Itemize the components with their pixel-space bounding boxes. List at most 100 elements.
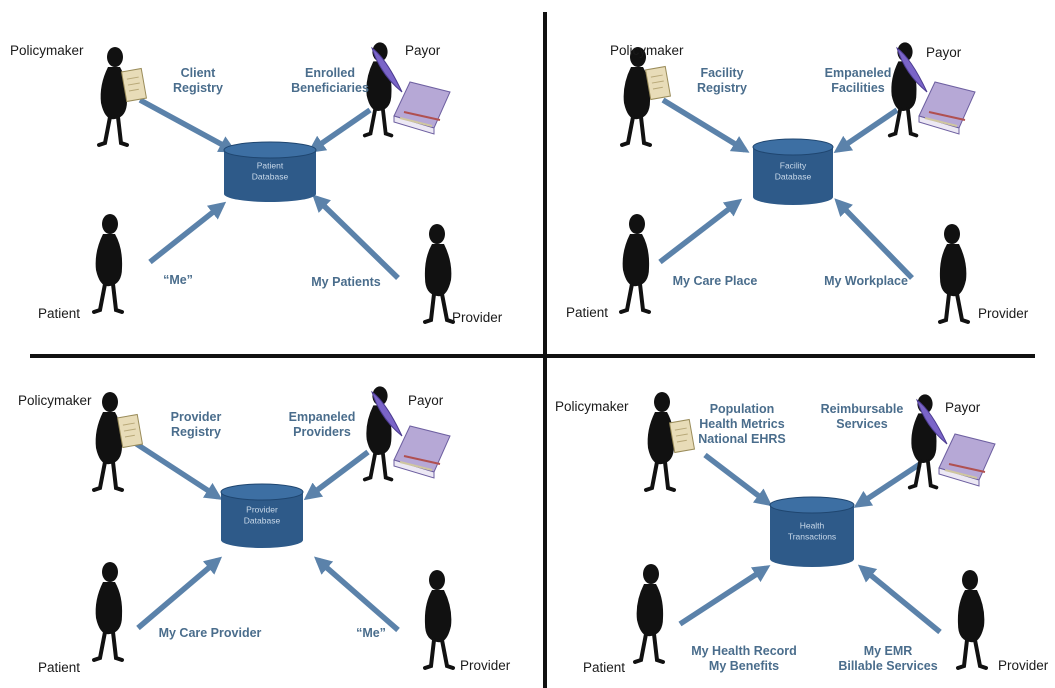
policymaker-data-label: Provider <box>171 410 222 424</box>
scroll-icon <box>668 418 696 454</box>
provider-data-label: “Me” <box>356 626 386 640</box>
role-policymaker: Policymaker <box>10 43 84 58</box>
database-label: Database <box>244 516 281 526</box>
database-label: Health <box>800 521 825 531</box>
patient-data-label: My Benefits <box>709 659 779 673</box>
arrow-policymaker <box>703 452 773 507</box>
quill-pen-icon <box>916 398 948 445</box>
role-payor: Payor <box>945 400 981 415</box>
arrow-provider <box>314 556 400 633</box>
ledger-book-icon <box>938 433 996 487</box>
payor-data-label: Beneficiaries <box>291 81 369 95</box>
arrow-patient <box>148 201 227 265</box>
payor-data-label: Services <box>836 417 887 431</box>
arrow-provider <box>834 198 914 280</box>
arrow-patient <box>136 556 223 631</box>
policymaker-figure-icon <box>620 47 652 147</box>
policymaker-data-label: Population <box>710 402 775 416</box>
scroll-icon <box>644 65 672 101</box>
patient-data-label: My Care Place <box>673 274 758 288</box>
arrow-provider <box>312 194 400 280</box>
payor-data-label: Enrolled <box>305 66 355 80</box>
role-provider: Provider <box>460 658 511 673</box>
provider-data-label: My Patients <box>311 275 381 289</box>
payor-data-label: Facilities <box>831 81 885 95</box>
role-patient: Patient <box>566 305 608 320</box>
arrow-payor <box>853 461 922 508</box>
arrow-patient <box>678 565 771 627</box>
provider-figure-icon <box>956 570 988 670</box>
patient-data-label: My Health Record <box>691 644 797 658</box>
payor-data-label: Providers <box>293 425 351 439</box>
patient-figure-icon <box>633 564 665 664</box>
database-label: Provider <box>246 505 278 515</box>
role-policymaker: Policymaker <box>610 43 684 58</box>
provider-figure-icon <box>423 570 455 670</box>
scroll-icon <box>116 413 144 449</box>
role-provider: Provider <box>998 658 1049 673</box>
policymaker-data-label: Registry <box>171 425 221 439</box>
provider-data-label: Billable Services <box>838 659 937 673</box>
arrow-patient <box>658 198 743 265</box>
database-label: Transactions <box>788 532 836 542</box>
patient-data-label: “Me” <box>163 273 193 287</box>
policymaker-figure-icon <box>644 392 676 492</box>
policymaker-data-label: Client <box>181 66 217 80</box>
database-label: Database <box>252 172 289 182</box>
policymaker-data-label: Health Metrics <box>699 417 784 431</box>
payor-data-label: Reimbursable <box>821 402 904 416</box>
quadrant-3: ProviderDatabasePolicymakerProviderRegis… <box>18 386 511 675</box>
role-payor: Payor <box>926 45 962 60</box>
quill-pen-icon <box>896 46 928 93</box>
role-provider: Provider <box>452 310 503 325</box>
role-patient: Patient <box>38 306 80 321</box>
provider-data-label: My Workplace <box>824 274 908 288</box>
provider-figure-icon <box>938 224 970 324</box>
provider-data-label: My EMR <box>864 644 913 658</box>
patient-data-label: My Care Provider <box>159 626 262 640</box>
policymaker-data-label: Registry <box>173 81 223 95</box>
role-provider: Provider <box>978 306 1029 321</box>
database-label: Database <box>775 172 812 182</box>
quill-pen-icon <box>371 390 403 437</box>
quadrant-2: FacilityDatabasePolicymakerFacilityRegis… <box>566 42 1029 324</box>
patient-figure-icon <box>92 562 124 662</box>
role-payor: Payor <box>405 43 441 58</box>
policymaker-data-label: Facility <box>700 66 743 80</box>
database-label: Patient <box>257 161 284 171</box>
ledger-book-icon <box>393 81 451 135</box>
arrow-payor <box>307 107 372 153</box>
arrow-payor <box>833 107 899 153</box>
ledger-book-icon <box>393 425 451 479</box>
database-label: Facility <box>780 161 807 171</box>
policymaker-figure-icon <box>97 47 129 147</box>
patient-figure-icon <box>619 214 651 314</box>
payor-data-label: Empaneled <box>825 66 892 80</box>
role-payor: Payor <box>408 393 444 408</box>
role-patient: Patient <box>38 660 80 675</box>
patient-figure-icon <box>92 214 124 314</box>
scroll-icon <box>120 67 148 103</box>
policymaker-figure-icon <box>92 392 124 492</box>
policymaker-data-label: National EHRS <box>698 432 786 446</box>
quadrant-1: PatientDatabasePolicymakerClientRegistry… <box>10 42 503 325</box>
arrow-policymaker <box>133 440 223 500</box>
arrow-provider <box>857 564 942 635</box>
arrow-policymaker <box>661 97 750 153</box>
quill-pen-icon <box>371 46 403 93</box>
arrow-policymaker <box>138 97 237 153</box>
policymaker-data-label: Registry <box>697 81 747 95</box>
ledger-book-icon <box>918 81 976 135</box>
role-patient: Patient <box>583 660 625 675</box>
role-policymaker: Policymaker <box>18 393 92 408</box>
role-policymaker: Policymaker <box>555 399 629 414</box>
payor-data-label: Empaneled <box>289 410 356 424</box>
arrow-payor <box>303 449 370 501</box>
provider-figure-icon <box>423 224 455 324</box>
